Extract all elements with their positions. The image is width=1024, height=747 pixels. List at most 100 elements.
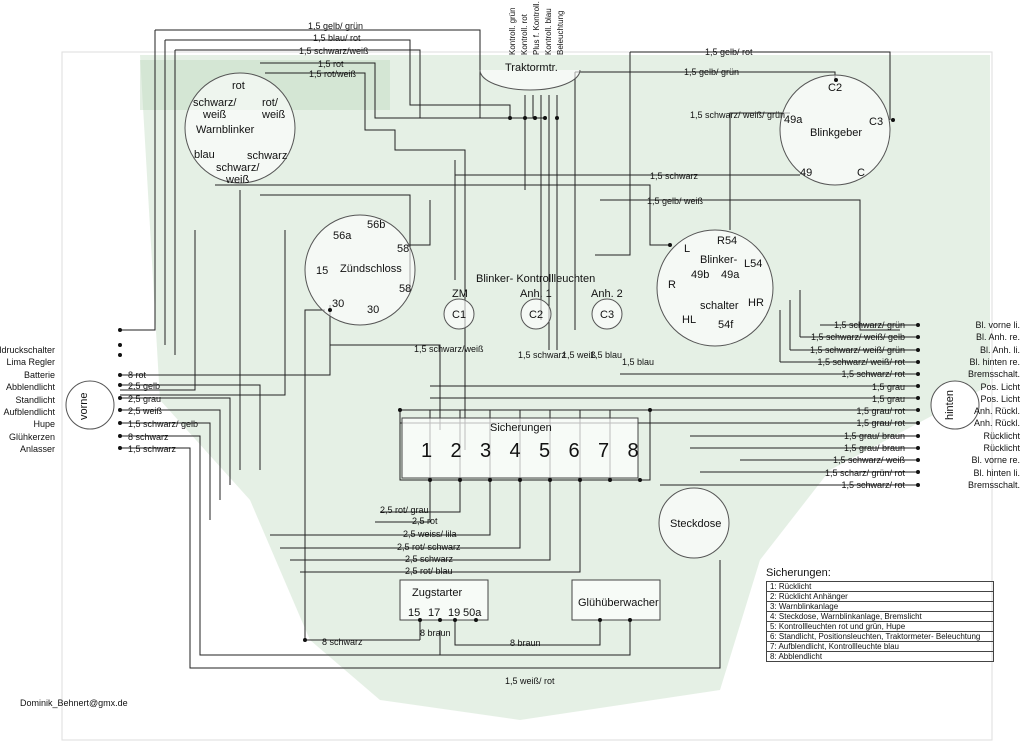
zug-pin-50a: 50a	[463, 607, 482, 619]
steckdose-label: Steckdose	[670, 518, 722, 530]
junction-dot	[916, 434, 920, 438]
left-wire-0: 8 rot	[128, 370, 147, 380]
wire-top-6	[595, 51, 891, 256]
wire-label-t4: 1,5 rot	[318, 59, 344, 69]
wire-label-b5: 2,5 schwarz	[405, 554, 454, 564]
wb-pin-sw2b: weiß	[226, 174, 250, 186]
frame-border	[61, 51, 993, 741]
wire-top-4	[260, 62, 545, 119]
wire-trakto	[524, 95, 558, 118]
left-wire-2: 2,5 grau	[128, 394, 162, 404]
right-label-5: Pos. Licht	[980, 381, 1020, 392]
hinten-connector	[930, 380, 980, 430]
bs-pin-r: R	[668, 279, 676, 291]
junction-dot	[578, 478, 582, 482]
bg-pin-c3: C3	[869, 116, 884, 128]
left-label-8: Anlasser	[19, 444, 55, 455]
right-label-10: Rücklicht	[983, 443, 1020, 453]
lamp-zm-housing	[443, 298, 475, 330]
junction-dot	[418, 618, 422, 622]
bs-pin-l54: L54	[744, 258, 763, 270]
junction-dot	[398, 408, 402, 412]
wire-b8	[454, 620, 601, 646]
wire-top-5	[265, 72, 466, 450]
right-wire-13: 1,5 schwarz/ rot	[841, 479, 905, 490]
wire-b7	[419, 620, 631, 656]
wire-b5	[290, 480, 551, 561]
left-label-2: Batterie	[23, 369, 55, 380]
glueh-label: Glühüberwacher	[578, 597, 659, 609]
wire-b4	[280, 480, 521, 549]
right-wire-9: 1,5 grau/ braun	[843, 430, 905, 441]
wb-pin-sw2: schwarz/	[216, 162, 260, 174]
hinten-label: hinten	[944, 390, 956, 420]
junction-dot	[598, 618, 602, 622]
junction-dot	[891, 118, 895, 122]
junction-dot	[118, 343, 122, 347]
junction-dot	[916, 335, 920, 339]
junction-dot	[916, 446, 920, 450]
steckdose-housing	[658, 487, 730, 559]
wire-b1	[380, 480, 461, 513]
right-label-2: Bl. Anh. li.	[979, 344, 1020, 355]
wire-label-b9: 8 braun	[510, 638, 541, 648]
wire-top-9	[454, 160, 800, 280]
right-wire-5: 1,5 grau	[871, 381, 905, 392]
lamp-anh2-pin: C3	[600, 309, 615, 321]
zs-pin-56b: 56b	[367, 219, 386, 231]
junction-dot	[453, 618, 457, 622]
junction-dot	[474, 618, 478, 622]
junction-dot	[916, 483, 920, 487]
junction-dot	[118, 408, 122, 412]
junction-dot	[608, 478, 612, 482]
bg-pin-c2: C2	[828, 82, 843, 94]
wire-top-8	[729, 112, 790, 230]
wire-top-1	[120, 29, 481, 331]
junction-dot	[533, 116, 537, 120]
wire-label-b1: 2,5 rot/ grau	[380, 505, 429, 515]
junction-dot	[916, 372, 920, 376]
wb-pin-rw: rot/	[262, 97, 278, 109]
junction-dot	[118, 373, 122, 377]
right-wire-11: 1,5 schwarz/ weiß	[832, 455, 905, 466]
wire-left-weiss	[120, 409, 221, 500]
wire-b2	[375, 480, 431, 523]
wire-left-8schw	[120, 435, 440, 656]
warnblinker-housing	[184, 72, 296, 184]
wire-zuend-1	[405, 200, 431, 246]
wire-label-t13: 1,5 weiß	[562, 350, 597, 360]
author-email: Dominik_Behnert@gmx.de	[20, 698, 128, 708]
left-label-7: Glühkerzen	[8, 431, 55, 442]
junction-dot	[118, 383, 122, 387]
bg-pin-49a: 49a	[784, 114, 803, 126]
zug-pin-19: 19	[448, 607, 461, 619]
junction-dot	[118, 421, 122, 425]
right-wire-12: 1,5 scharz/ grün/ rot	[824, 467, 905, 478]
wire-left-grau	[120, 397, 231, 485]
right-label-1: Bl. Anh. re.	[975, 332, 1020, 343]
zs-pin-30a: 30	[332, 298, 345, 310]
junction-dot	[916, 421, 920, 425]
zug-pin-15: 15	[408, 607, 421, 619]
lamp-anh1-housing	[520, 298, 552, 330]
bs-pin-r54: R54	[717, 235, 738, 247]
fuse-7: 7	[598, 440, 610, 462]
right-label-11: Bl. vorne re.	[971, 455, 1020, 466]
wire-label-t9: 1,5 schwarz	[650, 171, 699, 181]
zs-pin-58b: 58	[399, 283, 412, 295]
left-label-3: Abblendlicht	[5, 382, 55, 393]
blinkgeber-label: Blinkgeber	[810, 127, 862, 139]
wire-label-b6: 2,5 rot/ blau	[405, 566, 453, 576]
wire-label-t7: 1,5 gelb/ grün	[684, 67, 740, 77]
bs-pin-54f: 54f	[718, 319, 734, 331]
wire-label-b8: 8 schwarz	[322, 637, 363, 647]
fuse-6: 6	[568, 440, 580, 462]
kontrollleuchten-label: Blinker- Kontrollleuchten	[476, 273, 596, 285]
wb-pin-rwb: weiß	[262, 109, 286, 121]
blinkerschalter-label-b: schalter	[700, 300, 739, 312]
lamp-anh1-top: Anh. 1	[520, 288, 552, 300]
sicherungen-box	[401, 417, 639, 479]
junction-dot	[328, 308, 332, 312]
